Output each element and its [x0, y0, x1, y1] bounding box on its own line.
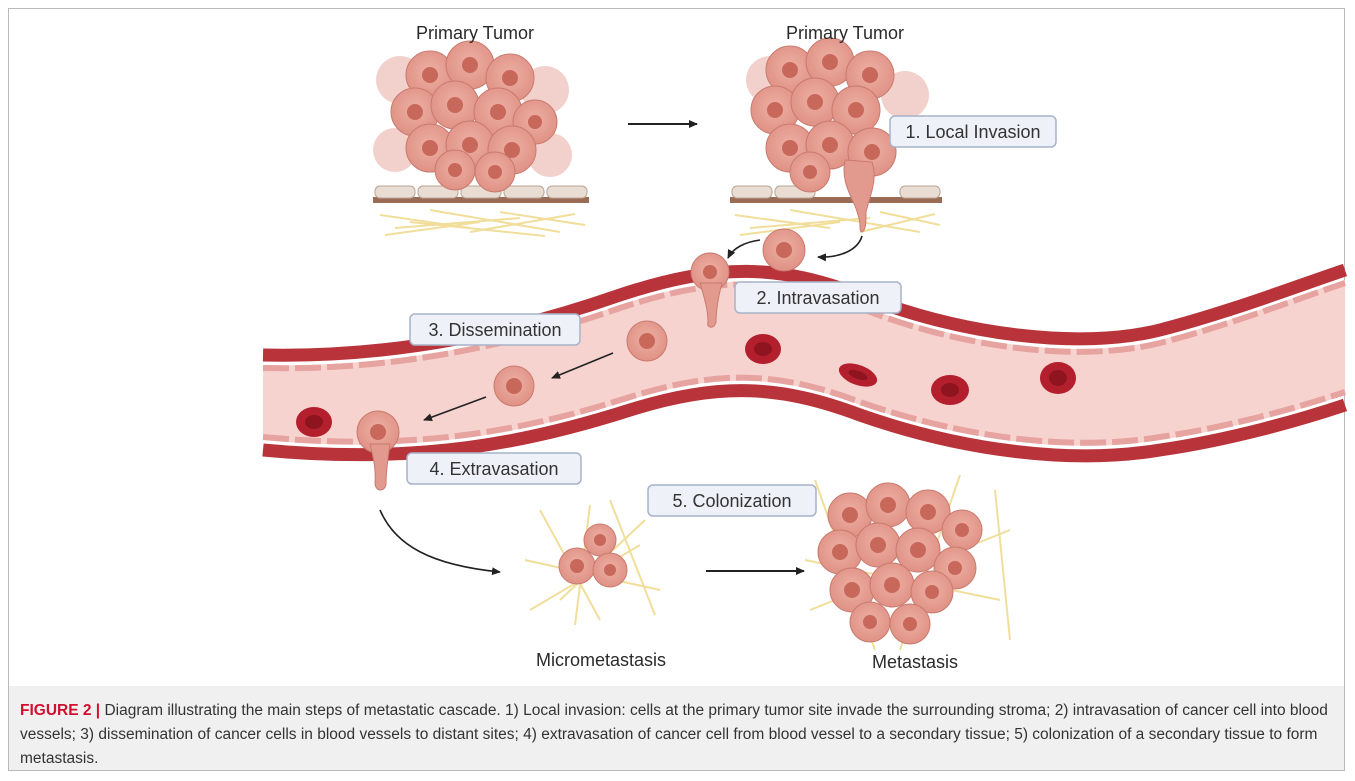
circulating-tumor-cell [627, 321, 667, 361]
primary-tumor-right-label: Primary Tumor [786, 23, 904, 43]
step-local-invasion: 1. Local Invasion [890, 116, 1056, 147]
metastasis [805, 475, 1010, 650]
red-blood-cell-icon [745, 334, 781, 364]
epithelial-layer [373, 186, 589, 203]
circulating-tumor-cell [494, 366, 534, 406]
metastasis-label: Metastasis [872, 652, 958, 672]
primary-tumor-left [373, 41, 589, 236]
micrometastasis [525, 500, 660, 625]
step-label: 2. Intravasation [756, 288, 879, 308]
curved-arrow-to-vessel [728, 240, 760, 258]
step-label: 4. Extravasation [429, 459, 558, 479]
figure-caption: FIGURE 2 | Diagram illustrating the main… [20, 699, 1335, 771]
step-dissemination: 3. Dissemination [410, 314, 580, 345]
red-blood-cell-icon [296, 407, 332, 437]
caption-text: Diagram illustrating the main steps of m… [20, 702, 1328, 767]
curved-arrow-to-cell [818, 236, 862, 257]
step-extravasation: 4. Extravasation [407, 453, 581, 484]
step-label: 5. Colonization [672, 491, 791, 511]
step-colonization: 5. Colonization [648, 485, 816, 516]
stroma-fibers [735, 210, 940, 235]
epithelial-layer [730, 186, 942, 203]
micrometastasis-label: Micrometastasis [536, 650, 666, 670]
step-label: 1. Local Invasion [905, 122, 1040, 142]
extravasation-arrow [380, 510, 500, 572]
red-blood-cell-icon [931, 375, 969, 405]
step-label: 3. Dissemination [428, 320, 561, 340]
detached-tumor-cell [763, 229, 805, 271]
figure-number: FIGURE 2 | [20, 702, 100, 719]
primary-tumor-left-label: Primary Tumor [416, 23, 534, 43]
step-intravasation: 2. Intravasation [735, 282, 901, 313]
tumor-cell-cluster [373, 41, 572, 192]
red-blood-cell-icon [1040, 362, 1076, 394]
stroma-fibers [380, 210, 585, 236]
